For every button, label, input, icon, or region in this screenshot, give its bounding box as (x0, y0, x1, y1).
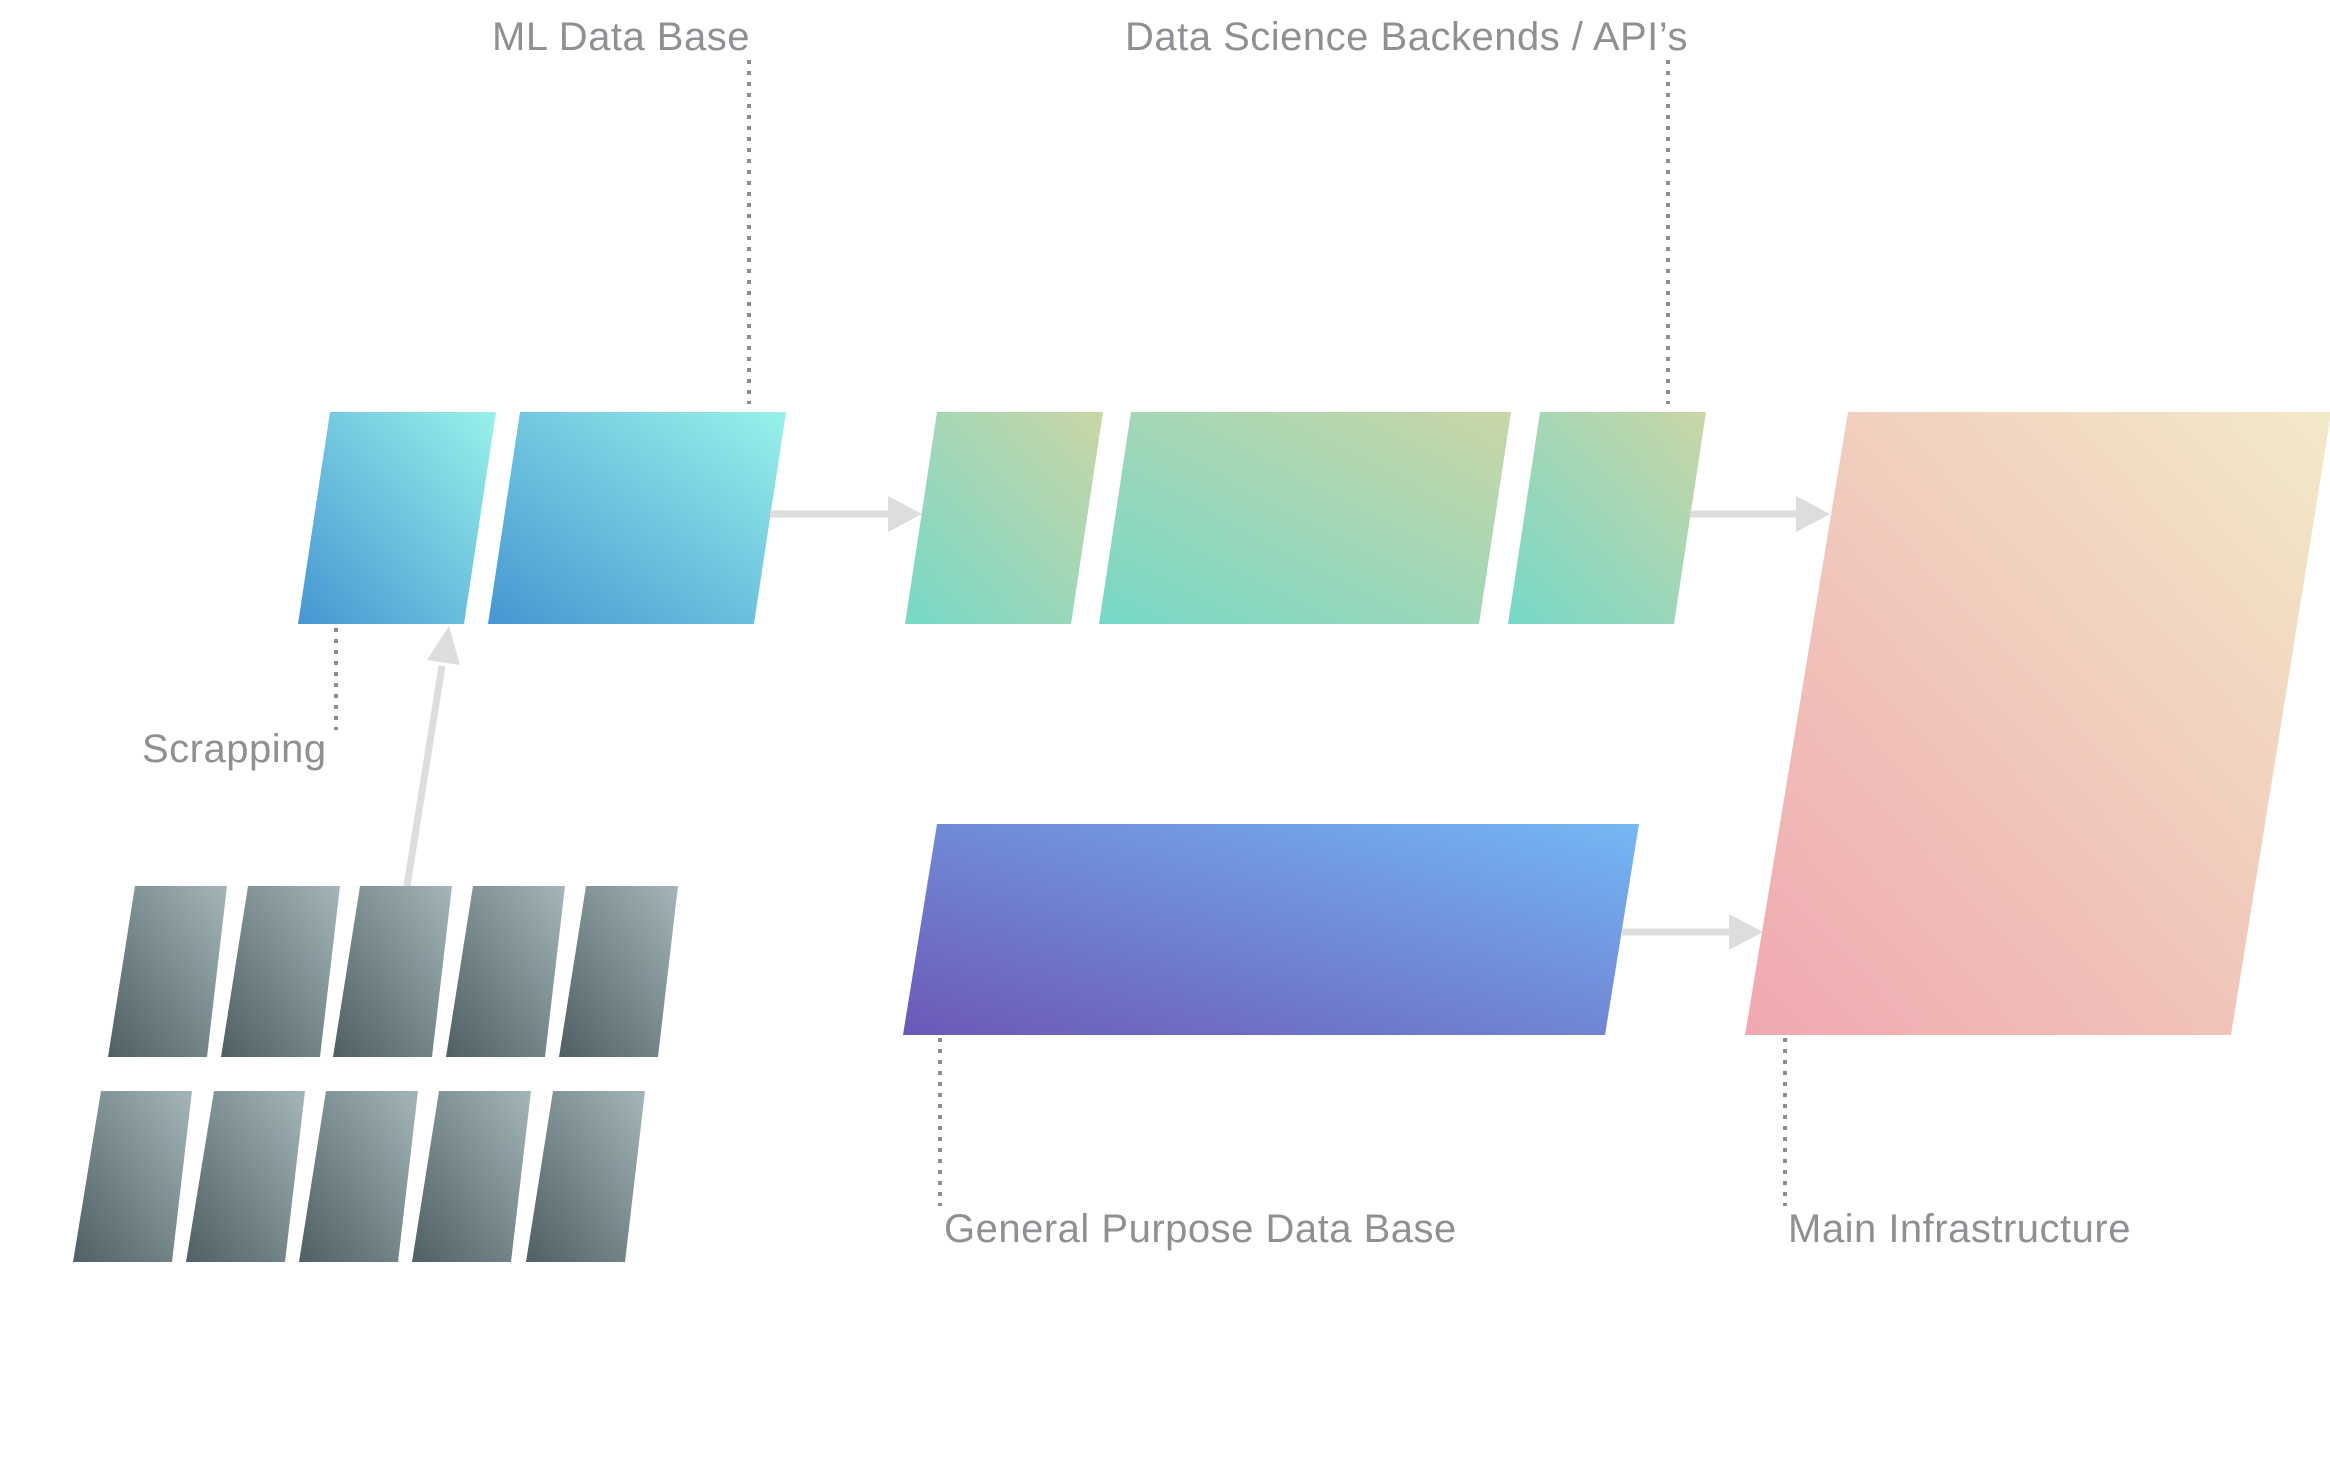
ds-block-2 (1099, 412, 1511, 624)
scraper-node (221, 886, 340, 1057)
scraper-node (299, 1091, 418, 1262)
main-infra-label: Main Infrastructure (1788, 1207, 2131, 1251)
general-db-block (903, 824, 1639, 1035)
main-infrastructure-group: Main Infrastructure (1745, 412, 2330, 1251)
ds-backends-label: Data Science Backends / API’s (1125, 15, 1688, 59)
arrow-general-db-to-infra (1622, 914, 1763, 950)
scraper-node (186, 1091, 305, 1262)
scraper-node (412, 1091, 531, 1262)
ml-db-block-large (488, 412, 786, 624)
scraper-node (108, 886, 227, 1057)
arrow-scrapers-to-ml-db (403, 626, 460, 887)
ml-db-label: ML Data Base (492, 15, 750, 59)
scraper-node (446, 886, 565, 1057)
general-purpose-data-base-group: General Purpose Data Base (903, 824, 1639, 1251)
scrapping-annotation: Scrapping (142, 628, 338, 771)
ds-block-3 (1508, 412, 1706, 624)
main-infra-block (1745, 412, 2330, 1035)
general-db-label: General Purpose Data Base (944, 1207, 1457, 1251)
scrapping-label: Scrapping (142, 727, 327, 771)
arrow-ds-to-infra (1690, 496, 1830, 532)
ds-block-1 (905, 412, 1103, 624)
ml-data-base-group: ML Data Base (298, 15, 786, 624)
scraper-grid (73, 886, 678, 1262)
scraper-node (73, 1091, 192, 1262)
data-science-backends-group: Data Science Backends / API’s (905, 15, 1706, 624)
ml-db-block-small (298, 412, 496, 624)
arrow-ml-to-ds (770, 496, 922, 532)
scraper-node (333, 886, 452, 1057)
scraper-node (526, 1091, 645, 1262)
scraper-node (559, 886, 678, 1057)
